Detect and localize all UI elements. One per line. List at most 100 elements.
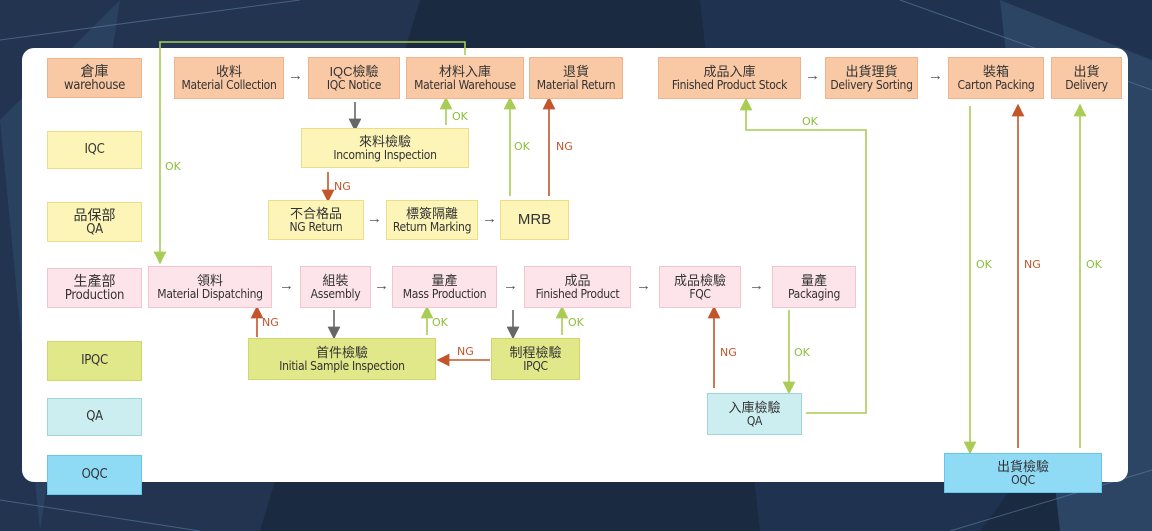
ok-label: OK — [452, 110, 468, 123]
step-process-inspection-en: IPQC — [523, 358, 548, 373]
step-storage-inspection-en: QA — [746, 413, 763, 428]
step-delivery: 出貨 Delivery — [1051, 57, 1122, 99]
step-storage-inspection: 入庫檢驗 QA — [707, 393, 802, 435]
ng-label: NG — [1024, 258, 1041, 271]
ng-label: NG — [720, 346, 737, 359]
row-label-iqc: IQC — [47, 131, 142, 169]
row-label-qa-dept: 品保部 QA — [47, 202, 142, 242]
ok-label: OK — [432, 316, 448, 329]
arrow-right-icon: → — [288, 67, 303, 84]
step-material-return-en: Material Return — [536, 77, 616, 92]
row-label-iqc-en: IQC — [84, 142, 105, 158]
row-label-oqc: OQC — [47, 455, 142, 495]
step-delivery-sorting-zh: 出貨理貨 — [845, 63, 898, 79]
arrow-right-icon: → — [749, 277, 764, 294]
row-label-warehouse: 倉庫 warehouse — [47, 58, 142, 98]
step-finished-stock-zh: 成品入庫 — [703, 63, 756, 79]
step-fqc-en: FQC — [689, 286, 711, 301]
row-label-warehouse-zh: 倉庫 — [80, 62, 109, 79]
row-label-production-en: Production — [64, 287, 125, 303]
step-delivery-sorting: 出貨理貨 Delivery Sorting — [825, 57, 918, 99]
step-iqc-notice: IQC檢驗 IQC Notice — [308, 57, 400, 99]
step-shipment-inspection-zh: 出貨檢驗 — [996, 458, 1049, 474]
ok-label: OK — [514, 140, 530, 153]
step-storage-inspection-zh: 入庫檢驗 — [728, 399, 781, 415]
row-label-ipqc: IPQC — [47, 341, 142, 381]
step-initial-sample-inspection: 首件檢驗 Initial Sample Inspection — [248, 338, 436, 380]
step-material-dispatching-zh: 領料 — [196, 272, 223, 288]
step-material-collection-zh: 收料 — [215, 63, 242, 79]
step-packaging-zh: 量產 — [800, 272, 827, 288]
step-initial-sample-zh: 首件檢驗 — [315, 344, 368, 360]
step-return-marking-zh: 標簽隔離 — [405, 205, 458, 221]
row-label-qa-dept-zh: 品保部 — [73, 206, 116, 223]
step-mrb-en: MRB — [517, 211, 552, 229]
step-return-marking: 標簽隔離 Return Marking — [386, 200, 478, 240]
step-mrb: MRB — [500, 200, 569, 240]
step-finished-product: 成品 Finished Product — [524, 266, 631, 308]
step-incoming-inspection-en: Incoming Inspection — [333, 147, 437, 162]
step-finished-product-en: Finished Product — [535, 286, 620, 301]
ok-label: OK — [976, 258, 992, 271]
step-carton-packing-zh: 裝箱 — [982, 63, 1009, 79]
step-material-dispatching-en: Material Dispatching — [157, 286, 263, 301]
step-material-return-zh: 退貨 — [562, 63, 589, 79]
step-material-dispatching: 領料 Material Dispatching — [148, 266, 272, 308]
step-material-return: 退貨 Material Return — [529, 57, 623, 99]
row-label-qa: QA — [47, 398, 142, 436]
ng-label: NG — [262, 316, 279, 329]
arrow-right-icon: → — [928, 67, 943, 84]
step-finished-stock: 成品入庫 Finished Product Stock — [658, 57, 801, 99]
step-ng-return: 不合格品 NG Return — [268, 200, 364, 240]
step-process-inspection: 制程檢驗 IPQC — [491, 338, 580, 380]
step-incoming-inspection-zh: 來料檢驗 — [358, 133, 411, 149]
step-ng-return-en: NG Return — [289, 219, 343, 234]
row-label-ipqc-en: IPQC — [81, 353, 108, 369]
step-fqc-zh: 成品檢驗 — [673, 272, 726, 288]
arrow-right-icon: → — [374, 277, 389, 294]
step-packaging-en: Packaging — [787, 286, 841, 301]
step-shipment-inspection-en: OQC — [1011, 472, 1035, 487]
step-material-warehouse-en: Material Warehouse — [414, 77, 516, 92]
step-iqc-notice-en: IQC Notice — [326, 77, 382, 92]
arrow-right-icon: → — [367, 210, 382, 227]
step-initial-sample-en: Initial Sample Inspection — [279, 358, 405, 373]
ng-label: NG — [457, 345, 474, 358]
row-label-qa-en: QA — [86, 409, 103, 425]
ng-label: NG — [334, 180, 351, 193]
step-finished-stock-en: Finished Product Stock — [671, 77, 788, 92]
diagram-panel — [22, 48, 1128, 482]
row-label-oqc-en: OQC — [81, 467, 108, 483]
step-assembly: 組裝 Assembly — [300, 266, 371, 308]
arrow-right-icon: → — [636, 277, 651, 294]
step-carton-packing-en: Carton Packing — [957, 77, 1035, 92]
step-finished-product-zh: 成品 — [564, 272, 591, 288]
step-material-collection: 收料 Material Collection — [174, 57, 284, 99]
step-material-collection-en: Material Collection — [181, 77, 277, 92]
ok-label: OK — [568, 316, 584, 329]
arrow-right-icon: → — [279, 277, 294, 294]
row-label-qa-dept-en: QA — [86, 221, 103, 237]
step-return-marking-en: Return Marking — [392, 219, 472, 234]
step-incoming-inspection: 來料檢驗 Incoming Inspection — [301, 128, 469, 168]
arrow-right-icon: → — [805, 67, 820, 84]
row-label-warehouse-en: warehouse — [63, 77, 126, 93]
arrow-right-icon: → — [503, 277, 518, 294]
ng-label: NG — [556, 140, 573, 153]
ok-label: OK — [794, 346, 810, 359]
step-mass-production-en: Mass Production — [402, 286, 487, 301]
step-material-warehouse: 材料入庫 Material Warehouse — [406, 57, 524, 99]
row-label-production-zh: 生產部 — [73, 272, 116, 289]
arrow-right-icon: → — [482, 210, 497, 227]
step-delivery-en: Delivery — [1065, 77, 1108, 92]
ok-label: OK — [802, 115, 818, 128]
step-packaging: 量產 Packaging — [772, 266, 856, 308]
step-material-warehouse-zh: 材料入庫 — [438, 63, 491, 79]
step-delivery-zh: 出貨 — [1073, 63, 1100, 79]
step-delivery-sorting-en: Delivery Sorting — [830, 77, 913, 92]
step-mass-production: 量產 Mass Production — [392, 266, 497, 308]
row-label-production: 生產部 Production — [47, 268, 142, 308]
ok-label: OK — [1086, 258, 1102, 271]
step-mass-production-zh: 量產 — [431, 272, 458, 288]
step-assembly-en: Assembly — [310, 286, 361, 301]
